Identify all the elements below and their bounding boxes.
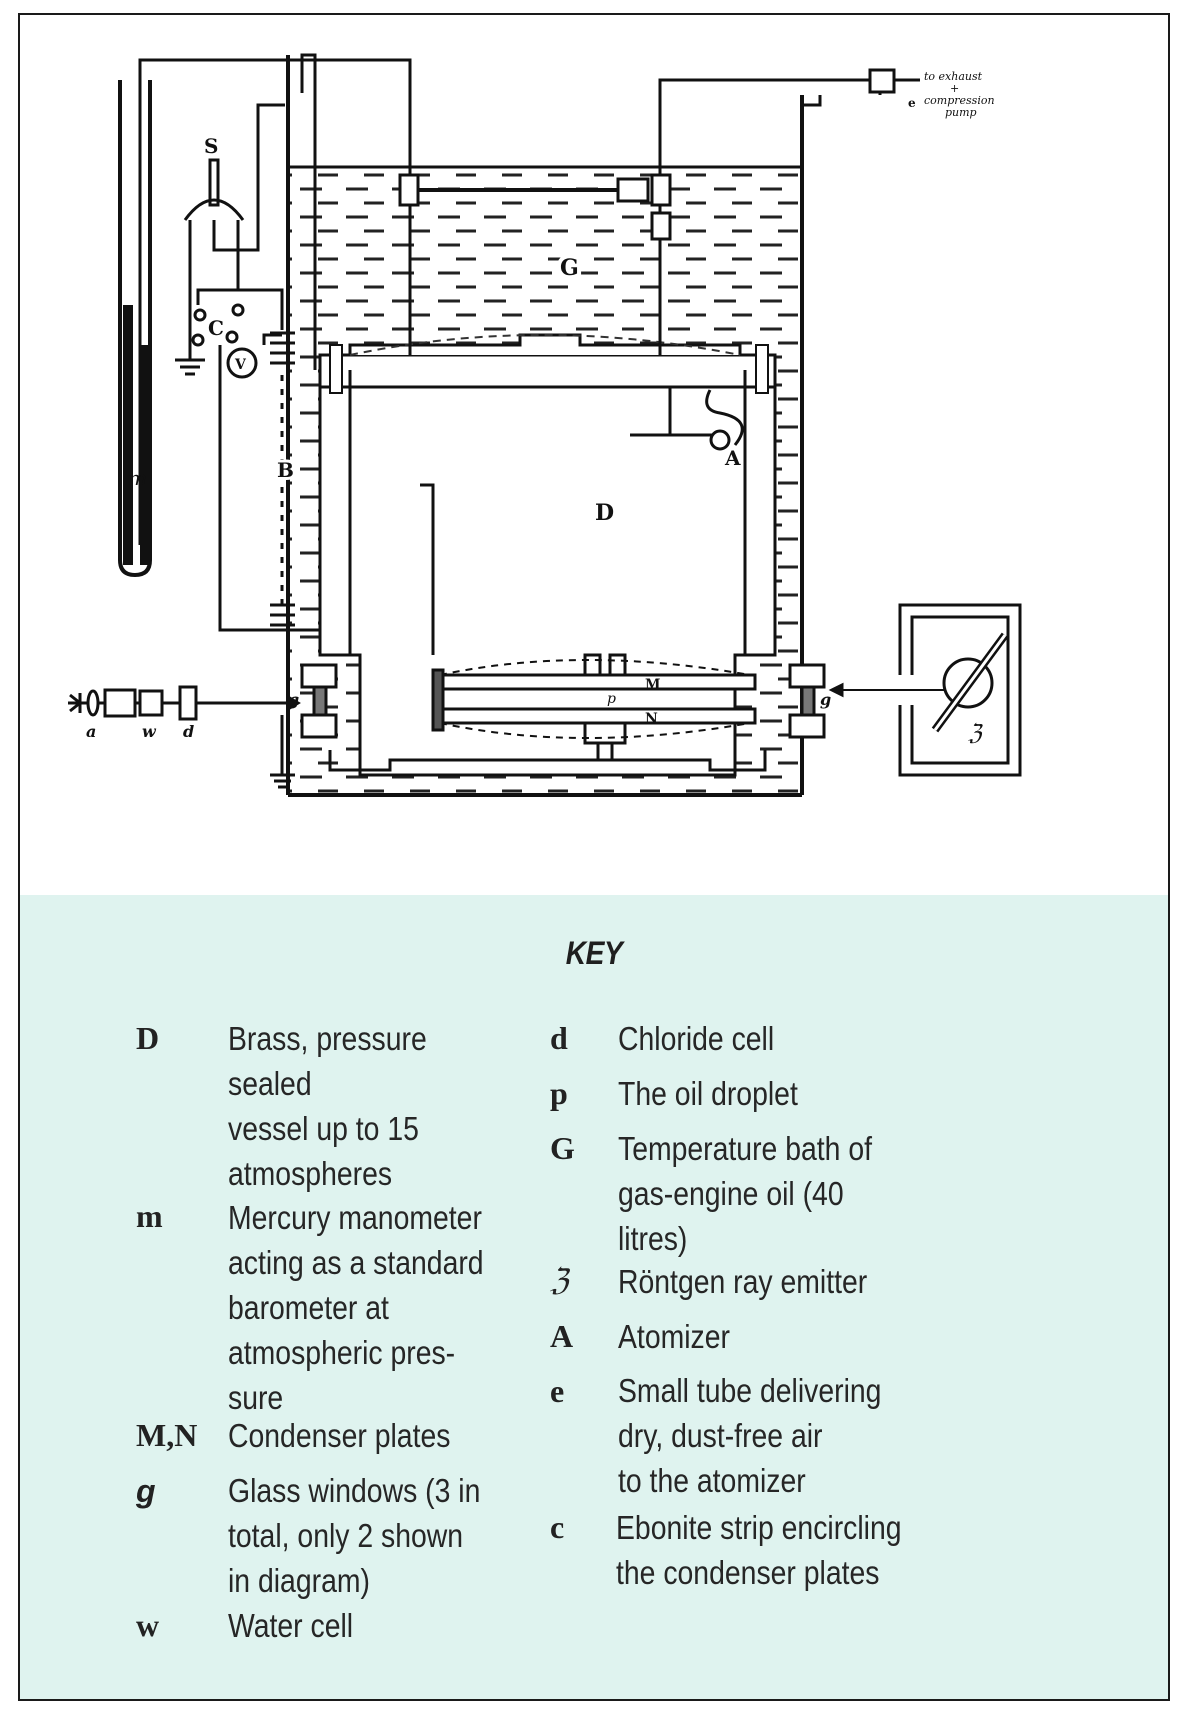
label-D: D [595,500,614,526]
key-symbol: p [550,1075,568,1111]
key-title: KEY [565,935,623,971]
label-m: m [128,466,147,490]
svg-text:+: + [950,82,959,95]
key-symbol: e [550,1373,565,1409]
label-a: a [86,722,96,741]
label-d: d [183,722,194,741]
key-description: Temperature bath of gas-engine oil (40 l… [618,1130,872,1257]
key-description: The oil droplet [618,1075,798,1112]
svg-text:compression: compression [924,94,995,107]
key-description: Mercury manometer acting as a standard b… [228,1199,484,1416]
label-G: G [560,255,579,281]
key-symbol: D [136,1020,160,1056]
key-symbol: M,N [136,1417,198,1453]
key-symbol: g [136,1473,156,1509]
key-description: Small tube delivering dry, dust-free air… [618,1372,882,1499]
light-source-optics [68,685,301,789]
label-B: B [277,458,294,482]
atomizer [630,387,744,451]
key-description: Ebonite strip encircling the condenser p… [616,1509,902,1591]
apparatus-diagram: m S C V B [20,15,1168,895]
label-M: M [645,677,661,693]
label-p: p [607,691,616,707]
pump-note: to exhaust + compression pump [924,70,995,119]
key-description: Chloride cell [618,1020,775,1057]
tubes [138,53,920,545]
condenser-plates [420,483,757,760]
key-symbol: d [550,1020,568,1056]
label-N: N [645,711,658,727]
key-description: Atomizer [618,1318,730,1355]
key-symbol: ℨ [550,1263,569,1298]
label-A: A [724,446,741,470]
key-description: Condenser plates [228,1417,451,1454]
glass-windows [300,663,826,739]
label-C: C [208,316,224,340]
mercury-manometer: m [118,80,152,578]
label-S: S [204,134,218,158]
label-e: e [908,96,916,110]
label-Z: ℨ [968,721,983,746]
key-symbol: G [550,1130,575,1166]
label-V: V [234,357,247,373]
figure-frame: m S C V B [18,13,1170,1701]
key-description: Water cell [228,1607,354,1644]
key-symbol: c [550,1509,565,1545]
key-description: Röntgen ray emitter [618,1263,868,1300]
svg-text:to exhaust: to exhaust [924,70,983,83]
key-symbol: m [136,1198,163,1234]
rontgen-ray-emitter [828,603,1022,777]
key-panel: KEY D Brass, pressure sealed vessel up t… [20,895,1168,1699]
switch-circuit [175,103,320,632]
apparatus-drawing: m S C V B [68,53,1022,797]
label-g-right: g [820,690,831,709]
key-symbol: w [136,1607,160,1643]
key-description: Glass windows (3 in total, only 2 shown … [228,1472,481,1599]
key-symbol: A [550,1318,574,1354]
svg-text:pump: pump [945,106,977,119]
label-w: w [142,722,157,741]
key-description: Brass, pressure sealed vessel up to 15 a… [228,1020,427,1192]
